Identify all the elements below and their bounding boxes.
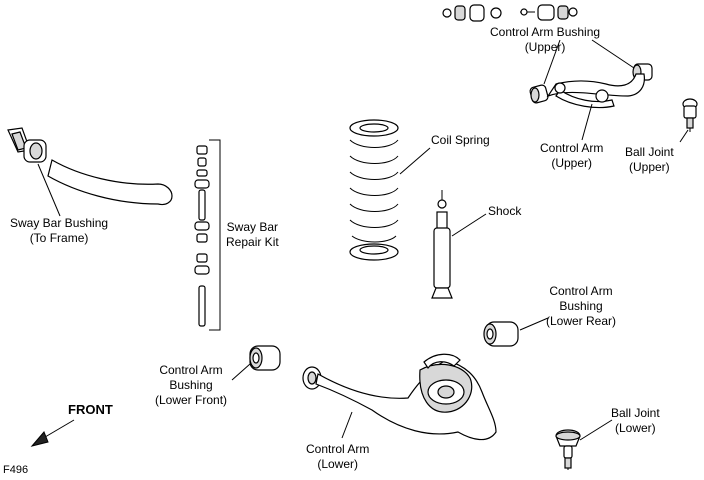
label-ball-joint-lower: Ball Joint (Lower) bbox=[611, 406, 660, 435]
label-control-arm-bushing-lower-front: Control Arm Bushing (Lower Front) bbox=[155, 363, 228, 407]
label-sway-bar-repair-kit: Sway Bar Repair Kit bbox=[226, 220, 279, 249]
label-control-arm-lower: Control Arm (Lower) bbox=[306, 442, 370, 471]
label-sway-bar-bushing: Sway Bar Bushing (To Frame) bbox=[10, 216, 109, 245]
label-control-arm-bushing-upper: Control Arm Bushing (Upper) bbox=[490, 25, 601, 54]
label-shock: Shock bbox=[488, 204, 522, 218]
sway-bar-repair-kit bbox=[194, 139, 221, 331]
lower-ball-joint bbox=[555, 419, 613, 470]
front-arrow bbox=[30, 419, 75, 447]
upper-control-arm bbox=[546, 73, 645, 141]
label-coil-spring: Coil Spring bbox=[431, 133, 490, 147]
figure-id: F496 bbox=[3, 464, 29, 476]
label-ball-joint-upper: Ball Joint (Upper) bbox=[625, 145, 674, 174]
lower-front-bushing bbox=[231, 345, 281, 381]
label-control-arm-bushing-lower-rear: Control Arm Bushing (Lower Rear) bbox=[546, 284, 617, 328]
front-label: FRONT bbox=[68, 402, 113, 417]
upper-hardware-set bbox=[442, 4, 578, 22]
coil-spring bbox=[349, 119, 431, 261]
lower-rear-bushing bbox=[483, 317, 549, 347]
label-control-arm-upper: Control Arm (Upper) bbox=[540, 141, 604, 170]
upper-ball-joint bbox=[679, 98, 698, 143]
shock bbox=[431, 190, 487, 299]
lower-control-arm bbox=[302, 353, 497, 441]
sway-bar bbox=[7, 127, 173, 217]
